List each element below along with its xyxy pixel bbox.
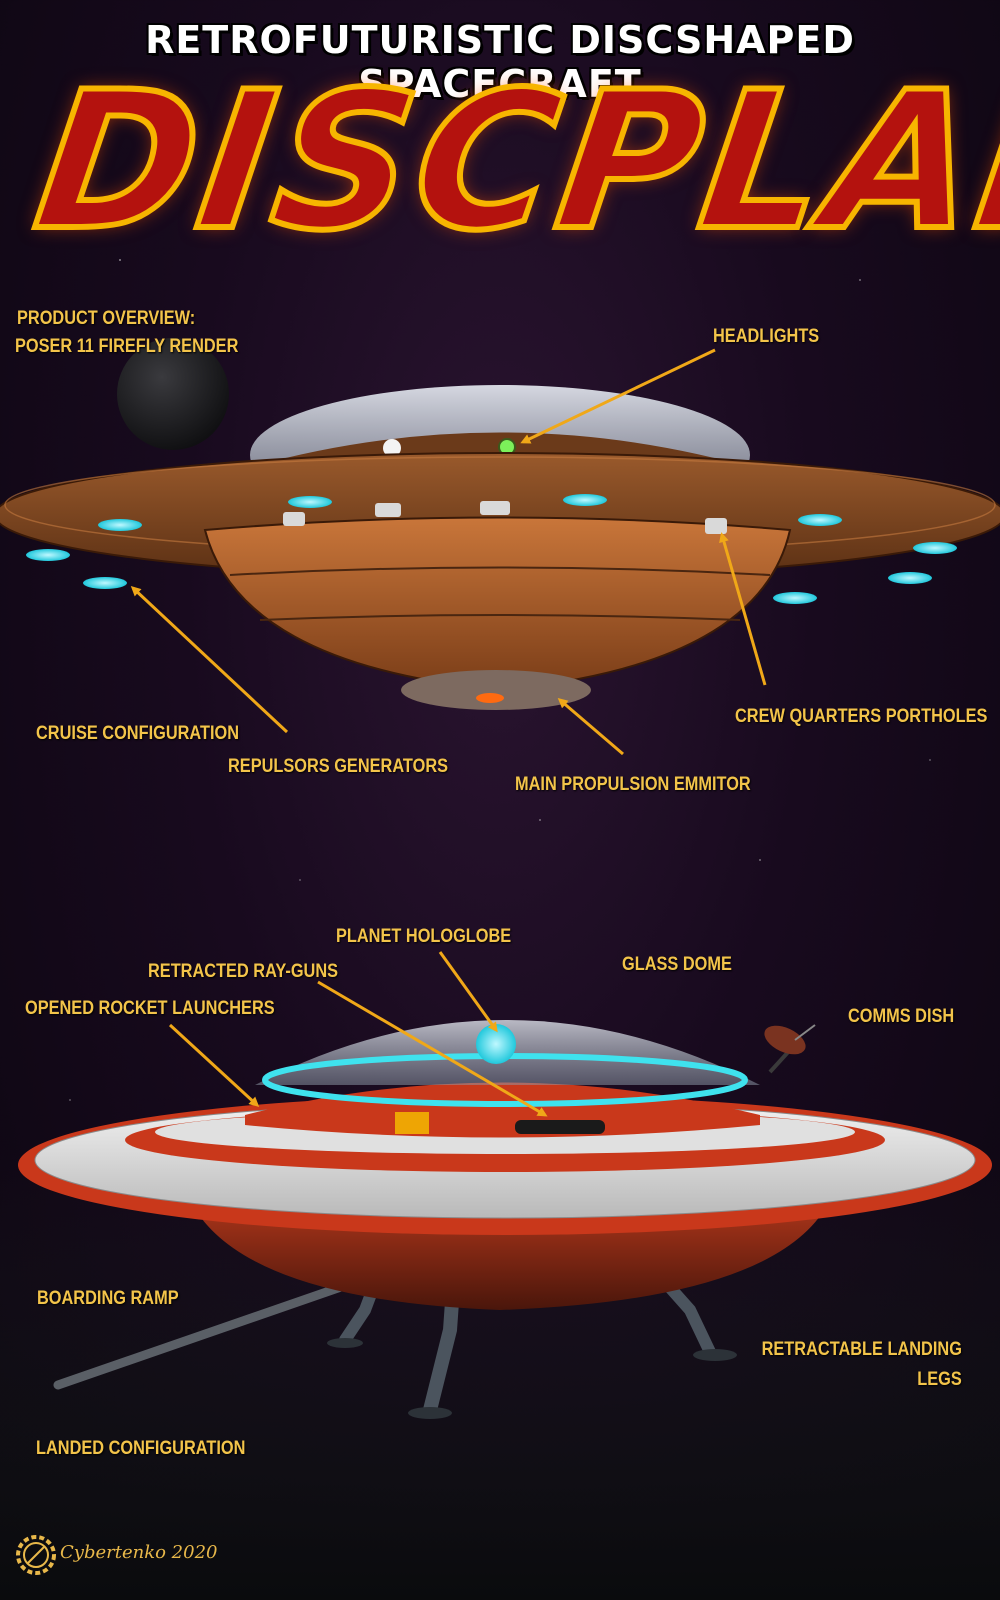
arrow-rocket-launchers: [168, 1023, 260, 1108]
arrow-ray-guns: [317, 980, 548, 1117]
label-landing-legs-line-2: LEGS: [917, 1369, 962, 1390]
overview-line-1: PRODUCT OVERVIEW:: [17, 308, 196, 329]
label-planet-hologlobe: PLANET HOLOGLOBE: [336, 926, 512, 947]
label-comms-dish: COMMS DISH: [848, 1006, 955, 1027]
moon: [117, 338, 229, 450]
label-landed-configuration: LANDED CONFIGURATION: [36, 1438, 246, 1459]
label-repulsors-generators: REPULSORS GENERATORS: [228, 756, 449, 777]
arrow-hologlobe: [438, 951, 498, 1033]
callout-arrows: [130, 348, 767, 1117]
label-glass-dome: GLASS DOME: [622, 954, 732, 975]
label-crew-portholes: CREW QUARTERS PORTHOLES: [735, 706, 988, 727]
arrow-repulsors: [130, 585, 289, 734]
label-cruise-configuration: CRUISE CONFIGURATION: [36, 723, 240, 744]
brand-logo: DISCPLANE: [22, 48, 1000, 275]
header-title: RETROFUTURISTIC DISCSHAPED SPACECRAFT: [145, 18, 855, 106]
gear-logo: [16, 1535, 56, 1575]
label-retracted-ray-guns: RETRACTED RAY-GUNS: [148, 961, 339, 982]
landed-saucer: [18, 1020, 992, 1419]
label-main-propulsion: MAIN PROPULSION EMMITOR: [515, 774, 751, 795]
cruise-saucer: [0, 385, 1000, 710]
artist-signature: Cybertenko 2020: [60, 1542, 218, 1563]
label-opened-rocket-launchers: OPENED ROCKET LAUNCHERS: [25, 998, 275, 1019]
label-boarding-ramp: BOARDING RAMP: [37, 1288, 179, 1309]
label-headlights: HEADLIGHTS: [713, 326, 820, 347]
arrow-crew-portholes: [719, 532, 767, 686]
label-landing-legs-line-1: RETRACTABLE LANDING: [761, 1339, 962, 1360]
arrow-headlights: [520, 348, 716, 444]
arrow-main-propulsion: [557, 698, 624, 756]
overview-line-2: POSER 11 FIREFLY RENDER: [15, 336, 239, 357]
